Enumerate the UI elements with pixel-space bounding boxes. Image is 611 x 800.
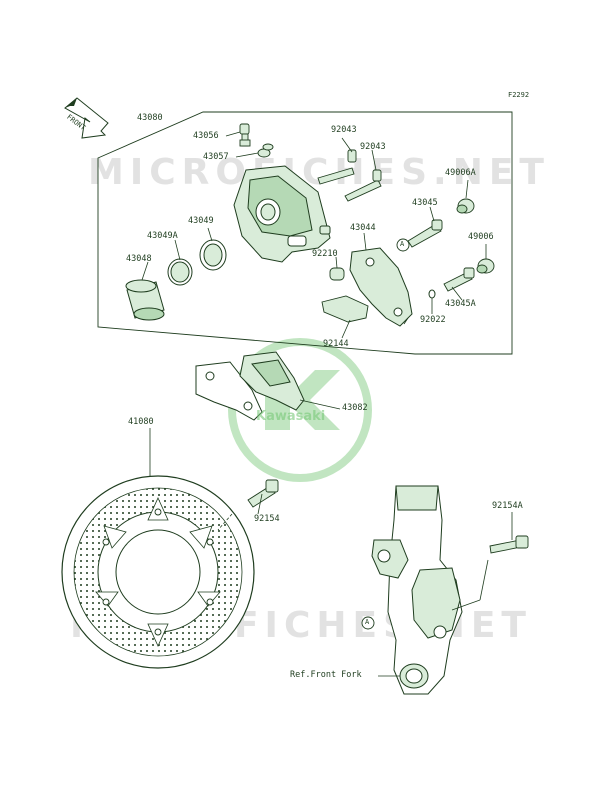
piston bbox=[125, 279, 165, 321]
part-label-43080: 43080 bbox=[137, 113, 163, 123]
pad-spring bbox=[321, 295, 369, 323]
part-label-92154: 92154 bbox=[254, 514, 280, 524]
part-label-43048: 43048 bbox=[126, 254, 152, 264]
part-label-49006: 49006 bbox=[468, 232, 494, 242]
part-label-49006a: 49006A bbox=[445, 168, 476, 178]
part-label-92022: 92022 bbox=[420, 315, 446, 325]
brake-pads bbox=[195, 351, 305, 421]
bleeder-cap bbox=[257, 143, 274, 158]
part-label-92154a: 92154A bbox=[492, 501, 523, 511]
caliper-mount-bolt bbox=[489, 535, 529, 554]
part-label-43082: 43082 bbox=[342, 403, 368, 413]
caliper-bracket bbox=[349, 247, 413, 327]
reference-front-fork: Ref.Front Fork bbox=[290, 670, 362, 680]
part-label-92210: 92210 bbox=[312, 249, 338, 259]
bleeder-valve bbox=[239, 123, 251, 147]
part-label-43044: 43044 bbox=[350, 223, 376, 233]
part-label-41080: 41080 bbox=[128, 417, 154, 427]
marker-a-fork: A bbox=[365, 618, 370, 626]
front-fork bbox=[371, 485, 463, 695]
marker-a-caliper-circle bbox=[396, 238, 410, 252]
front-arrow-icon bbox=[64, 97, 109, 139]
piston-seals bbox=[167, 239, 227, 286]
pin-bolt-43045a bbox=[443, 267, 475, 292]
marker-a-fork-circle bbox=[361, 616, 375, 630]
part-label-43057: 43057 bbox=[203, 152, 229, 162]
dust-seal-49006 bbox=[476, 258, 495, 274]
part-label-92043-a: 92043 bbox=[331, 125, 357, 135]
part-label-43045: 43045 bbox=[412, 198, 438, 208]
part-label-92144: 92144 bbox=[323, 339, 349, 349]
caliper-group-outline bbox=[97, 111, 513, 355]
brake-disc bbox=[61, 475, 255, 669]
disc-bolt bbox=[247, 479, 279, 508]
callout-lines bbox=[141, 131, 513, 677]
caliper-body bbox=[233, 165, 331, 263]
part-label-43049a: 43049A bbox=[147, 231, 178, 241]
dust-seal-49006a bbox=[456, 198, 475, 214]
part-label-43045a: 43045A bbox=[445, 299, 476, 309]
watermark-top: MICROFICHES.NET bbox=[88, 152, 550, 193]
pin-boot bbox=[329, 267, 345, 281]
diagram-code: F2292 bbox=[508, 91, 530, 99]
part-label-43056: 43056 bbox=[193, 131, 219, 141]
part-label-43049: 43049 bbox=[188, 216, 214, 226]
circlip bbox=[428, 289, 436, 299]
pin-bolt-43045 bbox=[407, 219, 443, 248]
caliper-pins bbox=[317, 149, 382, 202]
logo-text: Kawasaki bbox=[256, 409, 326, 424]
marker-a-caliper: A bbox=[400, 240, 405, 248]
part-label-92043-b: 92043 bbox=[360, 142, 386, 152]
